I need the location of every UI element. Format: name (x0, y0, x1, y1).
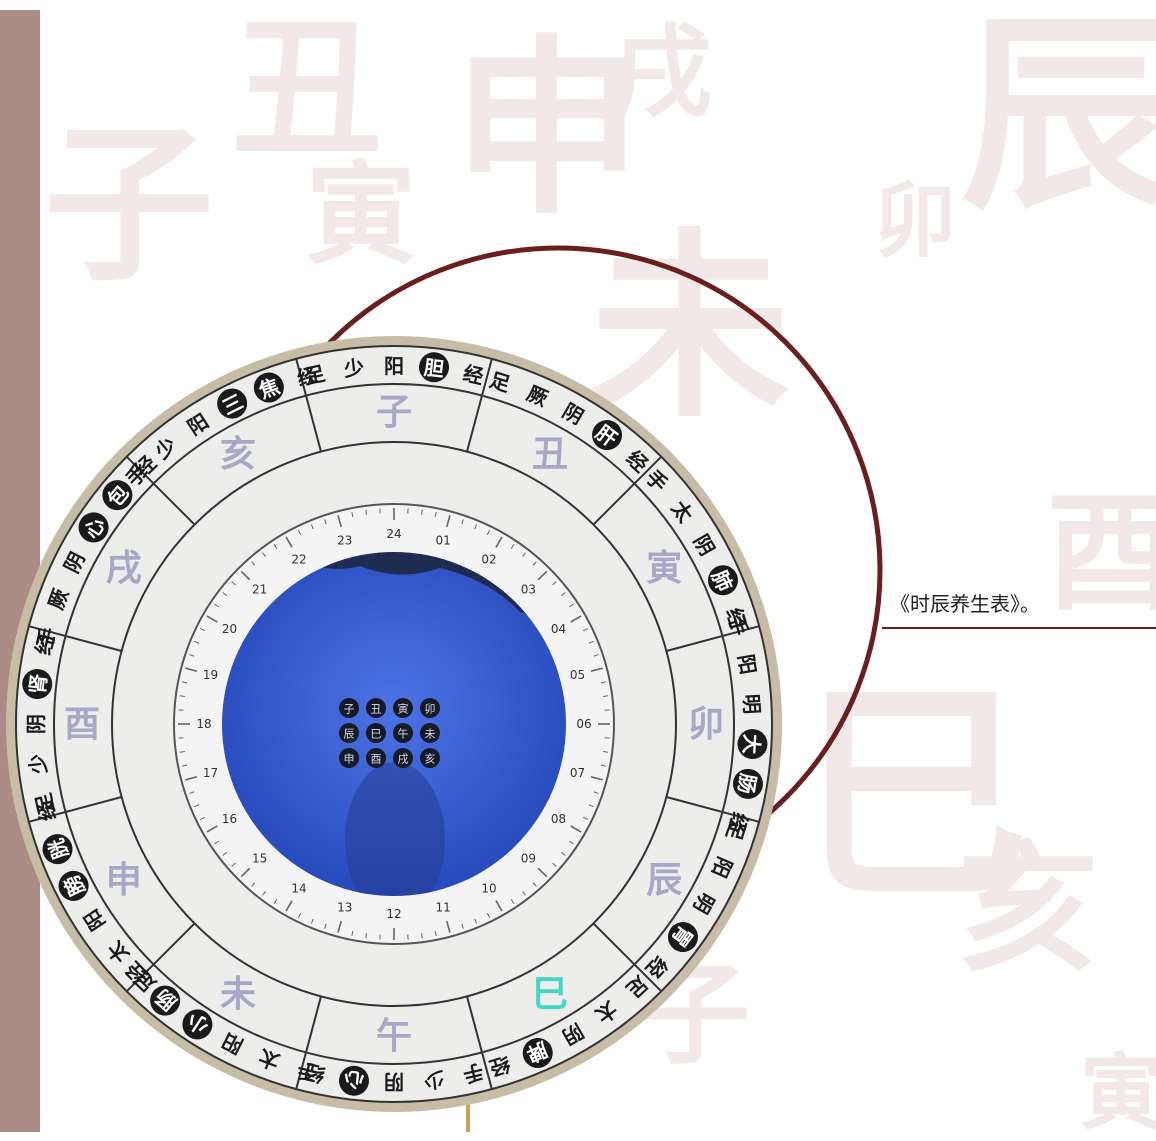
hour-label: 03 (521, 583, 536, 597)
center-grid-cell: 巳 (366, 723, 386, 743)
hour-label: 11 (436, 901, 451, 915)
hour-label: 22 (291, 552, 306, 566)
hour-label: 04 (551, 622, 566, 636)
hour-tick (603, 696, 608, 697)
grid-char: 辰 (344, 728, 355, 741)
hour-label: 10 (481, 882, 496, 896)
meridian-glyph: 阴 (24, 714, 48, 734)
meridian-glyph: 少 (342, 355, 366, 381)
hour-label: 14 (291, 882, 306, 896)
hour-tick (422, 510, 423, 515)
hour-label: 20 (222, 622, 237, 636)
meridian-char: 阳 (733, 652, 760, 676)
center-grid-cell: 申 (339, 748, 359, 768)
branch-label: 申 (106, 859, 142, 901)
branch-label: 酉 (64, 703, 100, 745)
branch-label: 丑 (532, 433, 568, 475)
meridian-glyph: 阴 (384, 1070, 404, 1094)
meridian-glyph: 阳 (384, 354, 404, 378)
grid-char: 子 (344, 703, 355, 716)
hour-label: 02 (481, 552, 496, 566)
hour-label: 05 (570, 668, 585, 682)
meridian-char: 少 (342, 355, 366, 381)
grid-char: 卯 (425, 703, 436, 716)
hour-label: 08 (551, 812, 566, 826)
grid-char: 丑 (371, 703, 382, 716)
hour-label: 13 (337, 901, 352, 915)
meridian-glyph: 少 (423, 1067, 447, 1093)
grid-char: 戌 (398, 753, 409, 766)
center-grid-cell: 戌 (393, 748, 413, 768)
branch-label: 辰 (646, 859, 682, 901)
hour-label: 01 (436, 533, 451, 547)
hour-tick (603, 752, 608, 753)
hour-label: 19 (203, 668, 218, 682)
branch-label: 子 (376, 391, 412, 433)
hour-label: 16 (222, 812, 237, 826)
hour-tick (366, 510, 367, 515)
hour-label: 18 (196, 717, 211, 731)
hour-label: 17 (203, 766, 218, 780)
hour-label: 12 (386, 907, 401, 921)
hour-label: 07 (570, 766, 585, 780)
meridian-glyph: 大 (739, 733, 764, 754)
center-grid-cell: 酉 (366, 748, 386, 768)
grid-char: 巳 (371, 728, 382, 741)
branch-label: 未 (220, 973, 256, 1015)
meridian-char: 阴 (384, 1070, 404, 1094)
grid-char: 寅 (398, 702, 409, 716)
meridian-glyph: 肾 (25, 673, 51, 696)
hour-tick (366, 933, 367, 938)
branch-label: 戌 (106, 547, 142, 589)
meridian-char: 阳 (384, 354, 404, 378)
center-grid-cell: 丑 (366, 698, 386, 718)
meridian-glyph: 明 (739, 693, 764, 714)
meridian-glyph: 胆 (423, 355, 446, 381)
hour-tick (180, 696, 185, 697)
grid-char: 申 (344, 753, 355, 766)
hour-label: 24 (386, 527, 401, 541)
center-grid-cell: 午 (393, 723, 413, 743)
grid-char: 午 (398, 728, 409, 741)
center-grid-cell: 未 (420, 723, 440, 743)
branch-label: 巳 (532, 973, 568, 1015)
grid-char: 酉 (371, 753, 382, 766)
hour-tick (180, 752, 185, 753)
hour-label: 21 (252, 583, 267, 597)
meridian-char: 少 (25, 753, 51, 777)
meridian-glyph: 心 (343, 1067, 366, 1093)
grid-char: 亥 (425, 752, 436, 766)
center-grid-cell: 寅 (393, 698, 413, 718)
branch-label: 亥 (220, 433, 256, 475)
hour-label: 15 (252, 851, 267, 865)
center-grid-cell: 辰 (339, 723, 359, 743)
meridian-glyph: 少 (25, 753, 51, 777)
center-grid-cell: 子 (339, 698, 359, 718)
meridian-char: 阴 (24, 714, 48, 734)
branch-label: 寅 (646, 547, 682, 589)
branch-label: 卯 (688, 703, 724, 745)
meridian-glyph: 肠 (733, 772, 760, 796)
center-grid-cell: 亥 (420, 748, 440, 768)
branch-label: 午 (376, 1015, 412, 1057)
center-grid-cell: 卯 (420, 698, 440, 718)
meridian-char: 明 (739, 693, 764, 714)
grid-char: 未 (425, 728, 436, 741)
hour-label: 06 (576, 717, 591, 731)
hour-label: 09 (521, 851, 536, 865)
meridian-glyph: 阳 (733, 652, 760, 676)
hour-tick (422, 933, 423, 938)
meridian-char: 少 (423, 1067, 447, 1093)
hour-label: 23 (337, 533, 352, 547)
